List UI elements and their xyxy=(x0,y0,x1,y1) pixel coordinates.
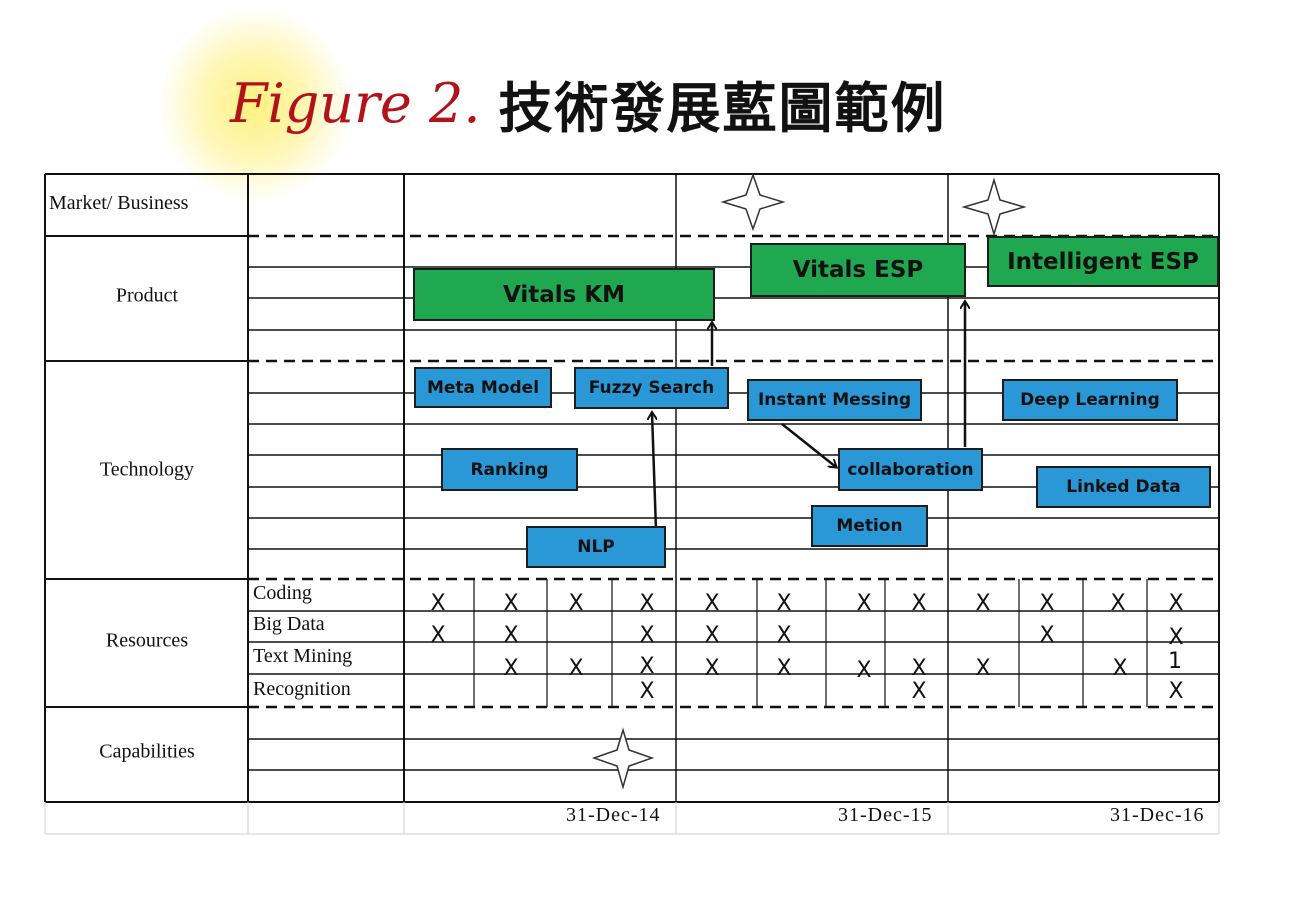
product-label: Vitals KM xyxy=(502,281,626,308)
resource-mark: X xyxy=(568,591,584,616)
resource-mark: X xyxy=(856,658,872,683)
product-label: Intelligent ESP xyxy=(1007,248,1199,275)
resource-mark: X xyxy=(639,623,655,648)
tech-label: Fuzzy Search xyxy=(588,378,715,398)
resource-mark: X xyxy=(704,591,720,616)
resource-mark: X xyxy=(704,623,720,648)
resource-mark: X xyxy=(430,623,446,648)
resource-mark: X xyxy=(1039,623,1055,648)
arrow-instant-messing-to-collaboration xyxy=(781,423,836,467)
date-label: 31-Dec-15 xyxy=(838,804,933,826)
tech-box-instant-messing: Instant Messing xyxy=(747,379,922,421)
resource-mark: X xyxy=(975,591,991,616)
tech-box-linked-data: Linked Data xyxy=(1036,466,1211,508)
resource-mark: X xyxy=(1039,591,1055,616)
tech-box-fuzzy-search: Fuzzy Search xyxy=(574,367,729,409)
resource-mark: X xyxy=(503,656,519,681)
product-box-vitals-km: Vitals KM xyxy=(413,268,715,321)
resource-mark: X xyxy=(856,591,872,616)
row-label-resources: Resources xyxy=(105,629,189,652)
tech-label: collaboration xyxy=(847,459,974,480)
tech-label: Deep Learning xyxy=(1020,390,1160,410)
date-label: 31-Dec-16 xyxy=(1110,804,1205,826)
resource-mark: X xyxy=(1112,656,1128,681)
resource-mark: X xyxy=(503,591,519,616)
tech-label: Metion xyxy=(836,516,903,536)
star-icon xyxy=(961,177,1027,237)
row-label-technology: Technology xyxy=(99,458,195,481)
resource-mark: X xyxy=(1168,591,1184,616)
resource-label-coding: Coding xyxy=(253,582,312,604)
resource-mark: X xyxy=(639,591,655,616)
resource-mark: X xyxy=(911,656,927,681)
tech-label: Meta Model xyxy=(426,377,540,398)
figure-title: 技術發展藍圖範例 xyxy=(498,76,947,140)
tech-box-metion: Metion xyxy=(811,505,928,547)
resource-mark: X xyxy=(1168,625,1184,650)
figure-number: Figure 2. xyxy=(230,71,481,135)
row-label-capabilities: Capabilities xyxy=(99,740,195,763)
resource-mark: X xyxy=(776,591,792,616)
product-box-vitals-esp: Vitals ESP xyxy=(750,243,966,297)
arrow-nlp-to-fuzzy-search xyxy=(652,413,658,531)
product-box-intelligent-esp: Intelligent ESP xyxy=(987,236,1219,287)
row-label-market-business: Market/ Business xyxy=(49,192,189,214)
resource-mark: X xyxy=(911,591,927,616)
resource-mark: X xyxy=(704,656,720,681)
resource-mark: X xyxy=(975,656,991,681)
row-label-product: Product xyxy=(115,284,179,307)
resource-label-recognition: Recognition xyxy=(253,678,351,700)
star-icon xyxy=(720,172,786,232)
resource-mark: X xyxy=(568,656,584,681)
resource-mark: X xyxy=(430,591,446,616)
page-title: Figure 2. 技術發展藍圖範例 xyxy=(230,58,947,148)
tech-box-meta-model: Meta Model xyxy=(414,367,552,408)
resource-mark: X xyxy=(776,623,792,648)
resource-mark: X xyxy=(1110,591,1126,616)
resource-mark: X xyxy=(776,656,792,681)
resource-mark: X xyxy=(639,679,655,704)
date-label: 31-Dec-14 xyxy=(566,804,661,826)
tech-box-collaboration: collaboration xyxy=(838,448,983,491)
title-glow-decoration xyxy=(160,10,350,200)
resource-label-big-data: Big Data xyxy=(253,613,325,635)
resource-mark: X xyxy=(639,654,655,679)
tech-label: Instant Messing xyxy=(757,390,912,410)
resource-mark: X xyxy=(1168,679,1184,704)
resource-mark: 1 xyxy=(1168,649,1182,674)
star-icon xyxy=(591,727,655,790)
tech-label: Ranking xyxy=(470,459,549,480)
tech-label: NLP xyxy=(577,537,615,557)
tech-label: Linked Data xyxy=(1066,477,1181,497)
resource-label-text-mining: Text Mining xyxy=(253,645,353,667)
resource-mark: X xyxy=(911,679,927,704)
tech-box-nlp: NLP xyxy=(526,526,666,568)
product-label: Vitals ESP xyxy=(792,257,924,283)
resource-mark: X xyxy=(503,623,519,648)
tech-box-deep-learning: Deep Learning xyxy=(1002,379,1178,421)
tech-box-ranking: Ranking xyxy=(441,448,578,491)
